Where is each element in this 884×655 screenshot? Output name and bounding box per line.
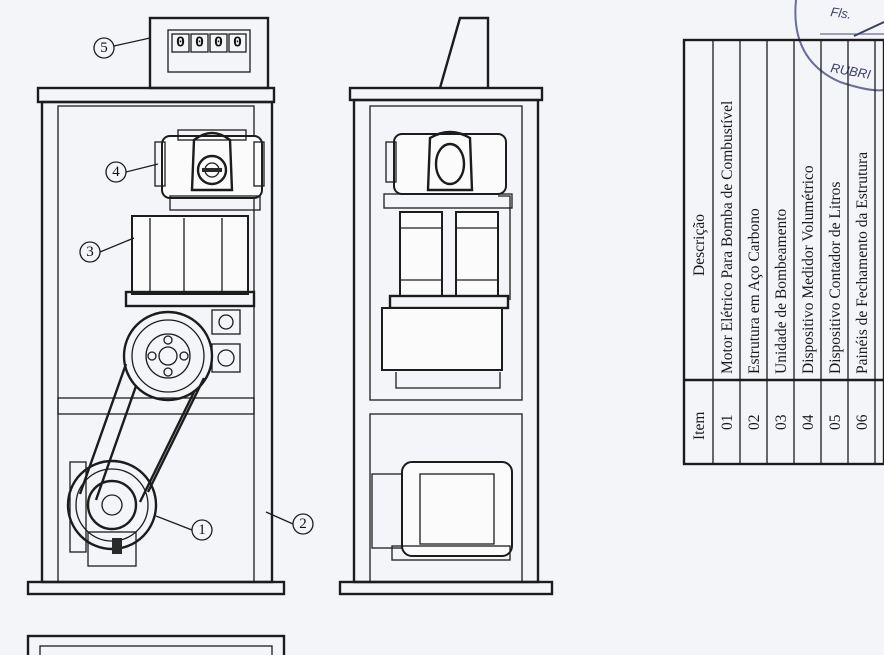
callout-3: 3 — [86, 244, 94, 260]
table-row-3-item: 03 — [773, 414, 790, 430]
table-row-2-descricao: Estrutura em Aço Carbono — [746, 208, 763, 374]
side-motor — [371, 461, 513, 561]
table-row-1-descricao: Motor Elétrico Para Bomba de Combustível — [719, 101, 736, 374]
side-meter — [383, 130, 513, 209]
front-shelf — [57, 397, 255, 415]
counter-digit-4: 0 — [233, 35, 242, 52]
counter-digit-1: 0 — [176, 35, 185, 52]
side-view — [338, 16, 554, 596]
table-header-descricao: Descrição — [691, 214, 708, 276]
callout-1: 1 — [198, 522, 206, 538]
front-belt — [78, 363, 206, 503]
callout-2: 2 — [299, 516, 307, 532]
front-top-plate — [36, 86, 276, 104]
table-row-2-item: 02 — [746, 415, 763, 431]
front-meter — [154, 129, 265, 211]
counter-display: 0 0 0 0 — [171, 33, 247, 53]
counter-digit-2: 0 — [195, 35, 204, 52]
table-row-5-item: 05 — [827, 414, 844, 430]
bottom-view-edge — [26, 634, 286, 655]
callout-4: 4 — [112, 164, 120, 180]
parts-table: Item Descrição 01 Motor Elétrico Para Bo… — [682, 38, 884, 466]
front-view: 0 0 0 0 5 4 — [26, 16, 314, 596]
front-base-plate — [26, 580, 286, 596]
side-counter-housing — [438, 16, 490, 89]
front-large-pulley — [122, 310, 214, 402]
table-row-1-item: 01 — [719, 415, 736, 431]
callout-circle-5 — [93, 37, 115, 59]
stamp-line-1: Fls. — [830, 4, 853, 22]
table-row-4-descricao: Dispositivo Medidor Volumétrico — [800, 165, 817, 374]
callout-5: 5 — [100, 40, 108, 56]
table-row-4-item: 04 — [800, 414, 817, 430]
side-pumping-unit — [381, 195, 511, 389]
table-header-item: Item — [691, 412, 708, 440]
stamp-seal: Fls. RUBRI — [794, 0, 884, 92]
counter-digit-3: 0 — [214, 35, 223, 52]
table-row-6-descricao: Painéis de Fechamento da Estrutura — [854, 152, 871, 374]
front-pumping-unit — [124, 215, 256, 373]
table-row-3-descricao: Unidade de Bombeamento — [773, 208, 790, 374]
stamp-line-2: RUBRI — [829, 60, 872, 82]
counter-window — [167, 29, 251, 73]
front-motor — [66, 459, 158, 567]
table-row-6-item: 06 — [854, 414, 871, 430]
table-row-5-descricao: Dispositivo Contador de Litros — [827, 182, 844, 374]
